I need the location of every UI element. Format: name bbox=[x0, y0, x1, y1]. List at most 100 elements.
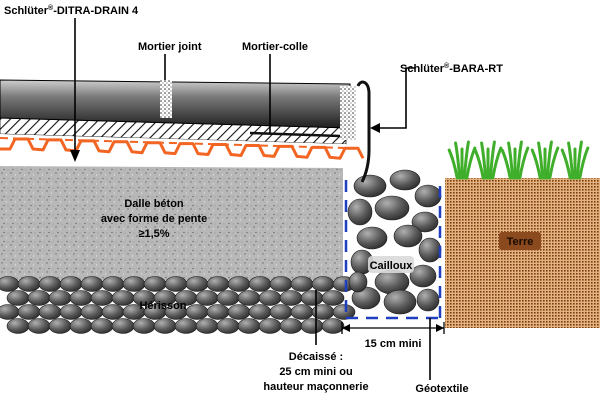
stone bbox=[174, 318, 198, 334]
stone bbox=[258, 290, 282, 306]
stone bbox=[374, 195, 410, 221]
stone bbox=[416, 288, 440, 312]
stone bbox=[237, 318, 261, 334]
grass-blade bbox=[480, 141, 488, 180]
stone bbox=[59, 304, 83, 320]
grass-blade bbox=[548, 146, 560, 180]
stone bbox=[300, 290, 324, 306]
stone bbox=[227, 276, 251, 292]
concrete-slab bbox=[0, 166, 343, 280]
edge-grout bbox=[340, 86, 356, 140]
stone bbox=[348, 271, 368, 293]
width-dimension bbox=[341, 322, 445, 334]
stone bbox=[69, 290, 93, 306]
stone bbox=[48, 290, 72, 306]
stone bbox=[90, 290, 114, 306]
stone bbox=[216, 290, 240, 306]
label-decaisse-line1: Décaissé : bbox=[289, 351, 343, 363]
grass-blade bbox=[537, 141, 545, 180]
stone bbox=[383, 289, 417, 315]
stone bbox=[111, 318, 135, 334]
stone bbox=[216, 318, 240, 334]
ditra-mat-zigzag bbox=[0, 137, 365, 160]
stone bbox=[143, 276, 167, 292]
stone bbox=[206, 304, 230, 320]
herisson-stones bbox=[0, 276, 356, 334]
grass-blade bbox=[518, 146, 530, 180]
stone bbox=[279, 318, 303, 334]
label-mortier-joint: Mortier joint bbox=[138, 41, 202, 53]
grass-blade bbox=[575, 140, 583, 180]
stone bbox=[101, 276, 125, 292]
stone bbox=[347, 198, 373, 226]
stone bbox=[69, 318, 93, 334]
stone bbox=[80, 276, 104, 292]
grass-blade bbox=[462, 140, 470, 180]
stone bbox=[321, 290, 345, 306]
geotextile-membrane bbox=[344, 180, 442, 320]
grass-blade bbox=[507, 141, 515, 180]
grass-blade bbox=[578, 146, 590, 180]
stone bbox=[389, 169, 421, 191]
label-ditra-drain: Schlüter®-DITRA-DRAIN 4 bbox=[4, 4, 139, 17]
grass-blade bbox=[454, 141, 462, 180]
stone bbox=[356, 226, 388, 250]
stone bbox=[290, 276, 314, 292]
stone bbox=[27, 318, 51, 334]
stone bbox=[290, 304, 314, 320]
stone bbox=[185, 304, 209, 320]
label-decaisse-line3: hauteur maçonnerie bbox=[263, 381, 368, 393]
stone bbox=[279, 290, 303, 306]
grass-blade bbox=[491, 146, 503, 180]
grass-blade bbox=[530, 148, 542, 180]
label-dalle-line2: avec forme de pente bbox=[101, 213, 207, 225]
grass-blade bbox=[545, 140, 553, 180]
stone bbox=[409, 264, 437, 288]
stone bbox=[6, 318, 30, 334]
grass-blade bbox=[560, 148, 572, 180]
stone bbox=[411, 211, 439, 233]
gravel-stones bbox=[347, 169, 442, 315]
stone bbox=[80, 304, 104, 320]
stone bbox=[59, 276, 83, 292]
soil-block bbox=[445, 178, 600, 328]
label-herisson: Hérisson bbox=[139, 300, 186, 312]
stone bbox=[0, 276, 20, 292]
stone bbox=[38, 276, 62, 292]
terre-label-box bbox=[499, 232, 541, 250]
stone bbox=[122, 276, 146, 292]
grass-blade bbox=[447, 148, 459, 180]
dim-arrow-right bbox=[436, 324, 444, 332]
grass-blade bbox=[515, 140, 523, 180]
label-dalle-line3: ≥1,5% bbox=[138, 228, 169, 240]
stone bbox=[269, 276, 293, 292]
dim-arrow-left bbox=[342, 324, 350, 332]
stone bbox=[6, 290, 30, 306]
stone bbox=[0, 304, 20, 320]
bara-rt-flange bbox=[249, 131, 341, 138]
stone bbox=[227, 304, 251, 320]
stone bbox=[258, 318, 282, 334]
label-bara-rt: Schlüter®-BARA-RT bbox=[400, 62, 503, 75]
stone bbox=[185, 276, 209, 292]
grass-blade bbox=[488, 140, 496, 180]
stone bbox=[237, 290, 261, 306]
stone bbox=[153, 318, 177, 334]
stone bbox=[414, 184, 442, 208]
label-terre: Terre bbox=[507, 236, 534, 248]
arrow-bara bbox=[370, 123, 380, 133]
stone bbox=[353, 174, 387, 198]
leader-lines bbox=[74, 18, 431, 380]
grout-joint bbox=[160, 80, 172, 118]
stone bbox=[195, 318, 219, 334]
ditra-drain-layer bbox=[0, 134, 346, 168]
stone bbox=[418, 237, 442, 263]
stone bbox=[90, 318, 114, 334]
stone bbox=[48, 318, 72, 334]
stone bbox=[17, 276, 41, 292]
stone bbox=[300, 318, 324, 334]
label-dalle-line1: Dalle béton bbox=[124, 198, 184, 210]
stone bbox=[101, 304, 125, 320]
stone bbox=[269, 304, 293, 320]
